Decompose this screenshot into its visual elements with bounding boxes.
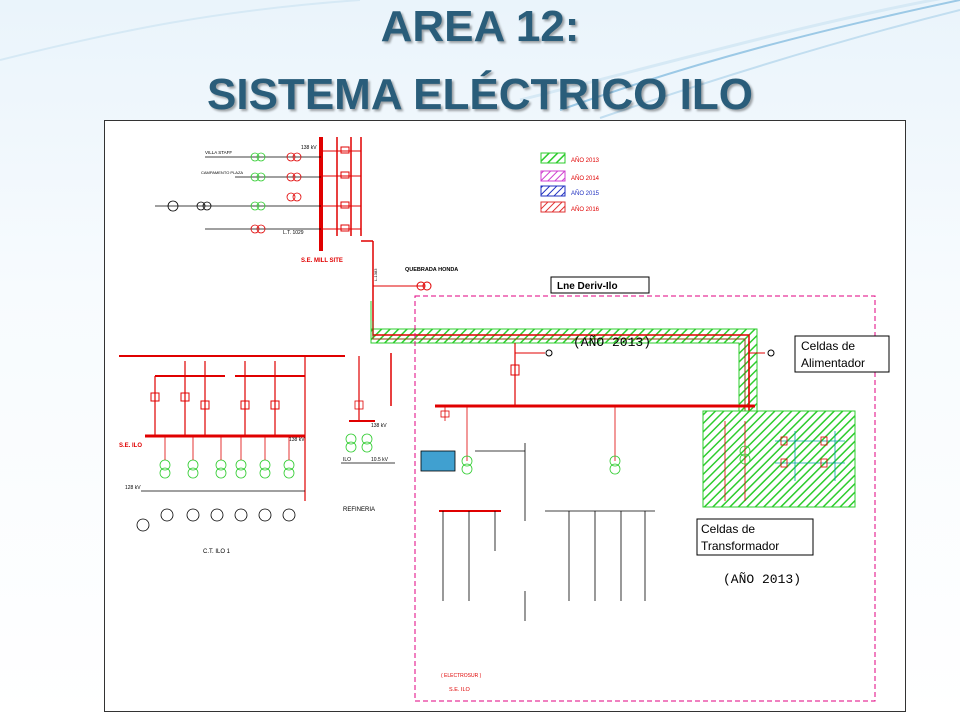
legend: AÑO 2013 AÑO 2014 AÑO 2015 AÑO 2016	[540, 152, 600, 213]
slide-title-line2: SISTEMA ELÉCTRICO ILO	[207, 70, 753, 119]
lt1029-label: L.T. 1029	[283, 230, 304, 236]
mill-site-bus: S.E. MILL SITE 138 kV L.T. 1029	[283, 137, 362, 264]
se-ilo-transformers	[136, 436, 305, 532]
kv138-label-b: 138 kV	[289, 437, 305, 443]
line-deriv-box	[550, 276, 650, 294]
electrosur-label: ( ELECTROSUR )	[441, 673, 482, 679]
transformer-cells-equipment	[724, 421, 845, 501]
se-ilo-label: S.E. ILO	[119, 443, 142, 449]
main-bus-right	[390, 341, 775, 421]
kv138-label-a: 138 kV	[301, 145, 317, 151]
dashed-boundary	[414, 295, 876, 702]
legend-2015: AÑO 2015	[571, 190, 600, 197]
slide-title-line1: AREA 12:	[380, 2, 580, 51]
l1383-label: L-1383	[373, 268, 378, 281]
refineria-label: REFINERIA	[343, 507, 375, 513]
kv128-label: 128 kV	[125, 485, 141, 491]
line-deriv-label: Lne Deriv-Ilo	[557, 281, 618, 292]
legend-2016: AÑO 2016	[571, 206, 600, 213]
derivation-line-hatched	[370, 301, 758, 441]
year-label-lower: (AÑO 2013)	[723, 572, 801, 587]
campamento-label: CAMPAMENTO PLAZA	[201, 170, 243, 175]
legend-2013: AÑO 2013	[571, 157, 600, 164]
electrosur-distribution	[420, 406, 655, 621]
villa-staff-label: VILLA STAFF	[205, 150, 232, 155]
celdas-alimentador-1: Celdas de	[801, 339, 855, 353]
legend-2014: AÑO 2014	[571, 175, 600, 182]
mill-site-label: S.E. MILL SITE	[301, 258, 343, 264]
quebrada-label: QUEBRADA HONDA	[405, 267, 458, 273]
celdas-transformador-1: Celdas de	[701, 522, 755, 536]
ct-ilo-label: C.T. ILO 1	[203, 549, 231, 555]
year-label-upper: (AÑO 2013)	[573, 335, 651, 350]
single-line-diagram: AÑO 2013 AÑO 2014 AÑO 2015 AÑO 2016 S.E.…	[104, 120, 906, 712]
kv105-label: 10.5 kV	[371, 457, 389, 463]
celdas-transformador-box	[696, 518, 814, 556]
transmission-line: L-1383 QUEBRADA HONDA	[361, 240, 458, 321]
celdas-alimentador-box	[794, 335, 890, 373]
background-swoosh	[0, 0, 960, 119]
celdas-transformador-2: Transformador	[701, 539, 779, 553]
kv138-label-c: 138 kV	[371, 423, 387, 429]
se-ilo-bottom-label: S.E. ILO	[449, 687, 471, 693]
se-ilo-substation: S.E. ILO 138 kV	[119, 355, 345, 501]
mill-site-feeders	[155, 152, 321, 234]
celdas-alimentador-2: Alimentador	[801, 356, 865, 370]
refineria-branch	[341, 356, 395, 464]
ilo-label: ILO	[343, 457, 351, 463]
transformer-cells-hatched	[702, 410, 856, 508]
